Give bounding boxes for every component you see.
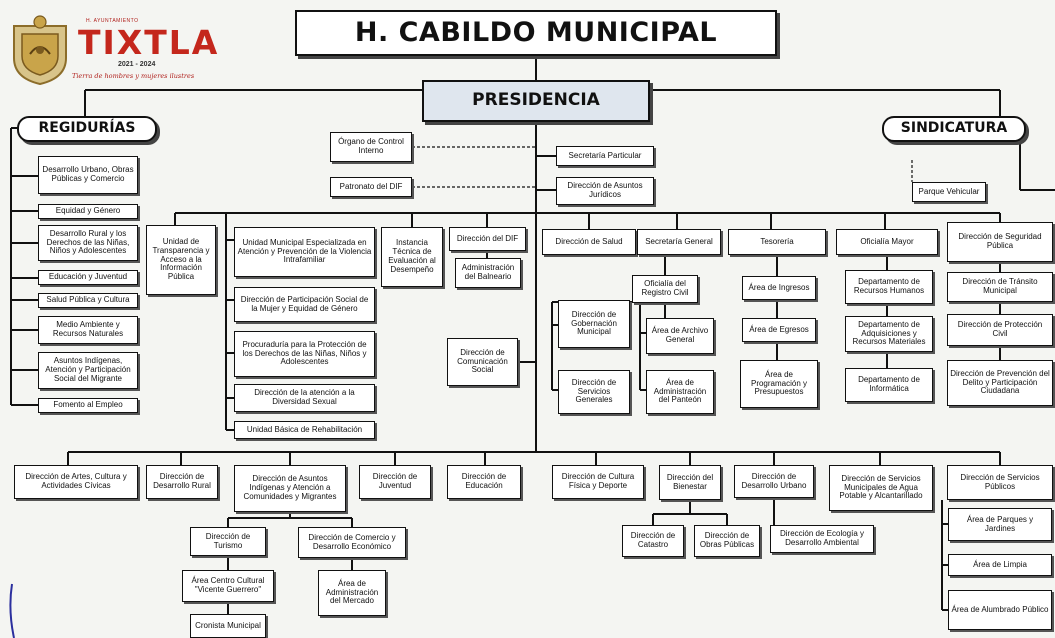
tesoreria-item: Área de Ingresos: [742, 276, 816, 300]
logo-city: TIXTLA: [78, 23, 220, 62]
bottom-direccion: Dirección de Educación: [447, 465, 521, 499]
regiduria-item: Asuntos Indígenas, Atención y Participac…: [38, 352, 138, 389]
regiduria-item: Fomento al Empleo: [38, 398, 138, 413]
secretaria-general-box: Secretaría General: [637, 229, 721, 255]
dir-dif-box: Dirección del DIF: [449, 227, 526, 251]
dir-juridicos-box: Dirección de Asuntos Jurídicos: [556, 177, 654, 205]
seguridad-item: Dirección de Prevención del Delito y Par…: [947, 360, 1053, 406]
oficialia-mayor-box: Oficialía Mayor: [836, 229, 938, 255]
area-centro-cultural-box: Área Centro Cultural "Vicente Guerrero": [182, 570, 274, 602]
violencia-item: Unidad Básica de Rehabilitación: [234, 421, 375, 439]
unidad-transparencia-box: Unidad de Transparencia y Acceso a la In…: [146, 225, 216, 295]
area-archivo-box: Área de Archivo General: [646, 318, 714, 354]
tixtla-logo: H. AYUNTAMIENTO TIXTLA 2021 - 2024 Tierr…: [8, 14, 217, 90]
oficialia-registro-box: Oficialía del Registro Civil: [632, 275, 698, 303]
bottom-direccion: Dirección del Bienestar: [659, 465, 721, 500]
dir-servicios-generales-box: Dirección de Servicios Generales: [558, 370, 630, 414]
violencia-item: Dirección de Participación Social de la …: [234, 287, 375, 322]
bottom-direccion: Dirección de Servicios Municipales de Ag…: [829, 465, 933, 511]
bottom-direccion: Dirección de Asuntos Indígenas y Atenció…: [234, 465, 346, 512]
adm-balneario-box: Administración del Balneario: [455, 258, 521, 288]
servicios-publicos-item: Área de Limpia: [948, 554, 1052, 576]
organo-control-box: Órgano de Control Interno: [330, 132, 412, 162]
regiduria-item: Salud Pública y Cultura: [38, 293, 138, 308]
tesoreria-item: Área de Programación y Presupuestos: [740, 360, 818, 408]
seguridad-item: Dirección de Tránsito Municipal: [947, 272, 1053, 302]
regiduria-item: Equidad y Género: [38, 204, 138, 219]
servicios-publicos-item: Área de Alumbrado Público: [948, 590, 1052, 630]
oficialia-item: Departamento de Adquisiciones y Recursos…: [845, 316, 933, 352]
servicios-publicos-item: Área de Parques y Jardines: [948, 508, 1052, 541]
oficialia-item: Departamento de Informática: [845, 368, 933, 402]
bottom-direccion: Dirección de Cultura Física y Deporte: [552, 465, 644, 499]
coat-of-arms-icon: [13, 15, 67, 86]
bottom-direccion: Dirección de Servicios Públicos: [947, 465, 1053, 500]
bottom-direccion: Dirección de Artes, Cultura y Actividade…: [14, 465, 138, 499]
logo-period: 2021 - 2024: [118, 61, 156, 68]
title-cabildo: H. CABILDO MUNICIPAL: [295, 10, 777, 56]
dir-turismo-box: Dirección de Turismo: [190, 527, 266, 556]
sindicatura-box: SINDICATURA: [882, 116, 1026, 142]
dir-gobernacion-box: Dirección de Gobernación Municipal: [558, 300, 630, 348]
tesoreria-box: Tesorería: [728, 229, 826, 255]
regidurias-box: REGIDURÍAS: [17, 116, 157, 142]
area-mercado-box: Área de Administración del Mercado: [318, 570, 386, 616]
bottom-direccion: Dirección de Desarrollo Urbano: [734, 465, 814, 498]
violencia-item: Dirección de la atención a la Diversidad…: [234, 384, 375, 412]
dir-ecologia-box: Dirección de Ecología y Desarrollo Ambie…: [770, 525, 874, 553]
parque-vehicular-box: Parque Vehicular: [912, 182, 986, 202]
dir-catastro-box: Dirección de Catastro: [622, 525, 684, 557]
oficialia-item: Departamento de Recursos Humanos: [845, 270, 933, 304]
dir-comercio-box: Dirección de Comercio y Desarrollo Econó…: [298, 527, 406, 558]
dir-comunicacion-box: Dirección de Comunicación Social: [447, 338, 518, 386]
bottom-direccion: Dirección de Juventud: [359, 465, 431, 499]
regiduria-item: Medio Ambiente y Recursos Naturales: [38, 316, 138, 344]
seguridad-item: Dirección de Seguridad Pública: [947, 222, 1053, 262]
cronista-box: Cronista Municipal: [190, 614, 266, 638]
bottom-direccion: Dirección de Desarrollo Rural: [146, 465, 218, 499]
tesoreria-item: Área de Egresos: [742, 318, 816, 342]
regiduria-item: Desarrollo Urbano, Obras Públicas y Come…: [38, 156, 138, 194]
logo-slogan: Tierra de hombres y mujeres ilustres: [72, 72, 195, 80]
instancia-tecnica-box: Instancia Técnica de Evaluación al Desem…: [381, 227, 443, 287]
presidencia-box: PRESIDENCIA: [422, 80, 650, 122]
secretaria-particular-box: Secretaría Particular: [556, 146, 654, 166]
regiduria-item: Desarrollo Rural y los Derechos de las N…: [38, 225, 138, 261]
pen-mark-icon: [9, 583, 15, 638]
dir-obras-box: Dirección de Obras Públicas: [694, 525, 760, 557]
patronato-dif-box: Patronato del DIF: [330, 177, 412, 197]
violencia-item: Procuraduría para la Protección de los D…: [234, 331, 375, 377]
violencia-item: Unidad Municipal Especializada en Atenci…: [234, 227, 375, 277]
regiduria-item: Educación y Juventud: [38, 270, 138, 285]
area-panteon-box: Área de Administración del Panteón: [646, 370, 714, 414]
seguridad-item: Dirección de Protección Civil: [947, 314, 1053, 346]
logo-ayuntamiento: H. AYUNTAMIENTO: [86, 18, 139, 24]
dir-salud-box: Dirección de Salud: [542, 229, 636, 255]
